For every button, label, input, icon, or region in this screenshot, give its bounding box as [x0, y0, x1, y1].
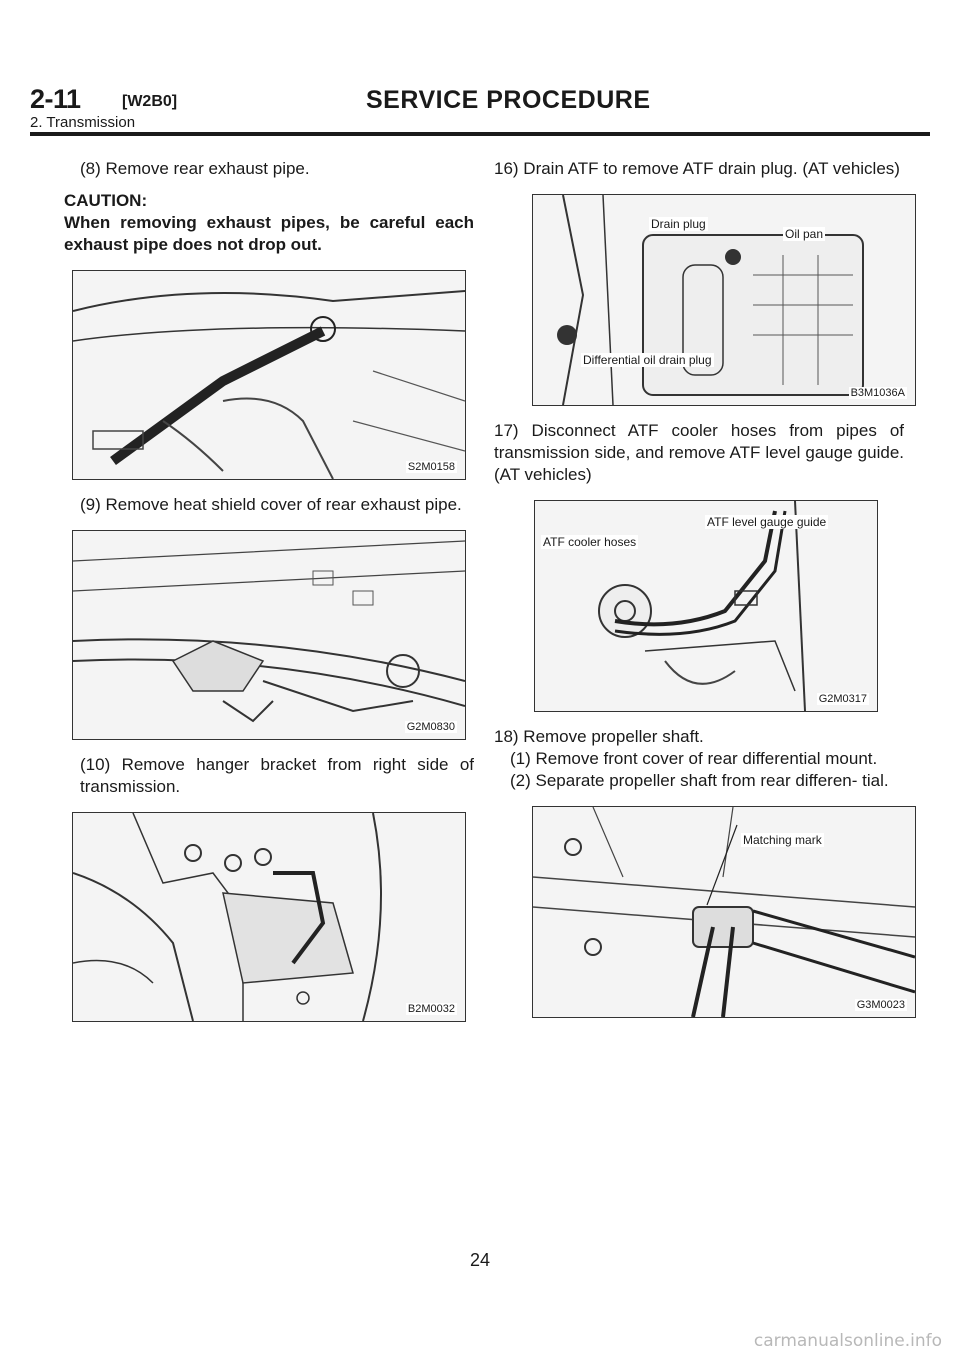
figure-code: G3M0023 [854, 999, 907, 1011]
figure-heat-shield: G2M0830 [72, 530, 466, 740]
figure-code: B2M0032 [405, 1003, 457, 1015]
figure-drain-plug: Drain plug Oil pan Differential oil drai… [532, 194, 916, 406]
label-drain-plug: Drain plug [649, 217, 708, 231]
section-code: [W2B0] [122, 93, 178, 110]
figure-code: G2M0830 [404, 721, 457, 733]
step-18-2-text: (2) Separate propeller shaft from rear d… [510, 771, 889, 790]
step-18-1-text: (1) Remove front cover of rear different… [510, 749, 878, 768]
caution-heading: CAUTION: [64, 191, 148, 210]
drain-plug-illustration [557, 195, 864, 405]
step-10-text: (10) Remove hanger bracket from right si… [80, 755, 474, 796]
figure-code: G2M0317 [816, 693, 869, 705]
step-8-text: (8) Remove rear exhaust pipe. [80, 159, 310, 178]
heat-shield-illustration [73, 540, 465, 723]
propeller-shaft-illustration [533, 807, 915, 1017]
figure-code: B3M1036A [848, 387, 907, 399]
step-16-text: 16) Drain ATF to remove ATF drain plug. … [494, 159, 900, 178]
figure-atf-cooler: ATF cooler hoses ATF level gauge guide G… [534, 500, 878, 712]
section-subtitle: 2. Transmission [30, 114, 136, 131]
label-oil-pan: Oil pan [783, 227, 826, 241]
figure-propeller-shaft: Matching mark G3M0023 [532, 806, 916, 1018]
section-number: 2-11 [30, 84, 81, 114]
exhaust-pipe-illustration [73, 290, 465, 479]
step-9-text: (9) Remove heat shield cover of rear exh… [80, 495, 462, 514]
step-18-text: 18) Remove propeller shaft. [494, 727, 704, 746]
page-title: SERVICE PROCEDURE [366, 86, 651, 114]
figure-code: S2M0158 [405, 461, 457, 473]
step-17-text: 17) Disconnect ATF cooler hoses from pip… [494, 421, 904, 484]
watermark-text: carmanualsonline.info [753, 1331, 942, 1351]
page-number: 24 [469, 1250, 491, 1270]
caution-text: When removing exhaust pipes, be careful … [64, 213, 474, 254]
atf-cooler-illustration [598, 501, 806, 711]
label-atf-level-gauge-guide: ATF level gauge guide [705, 515, 829, 529]
header-rule [30, 132, 930, 136]
left-column: (8) Remove rear exhaust pipe. CAUTION: W… [64, 158, 474, 1036]
label-atf-cooler-hoses: ATF cooler hoses [541, 535, 639, 549]
hanger-bracket-illustration [73, 813, 382, 1021]
right-column: 16) Drain ATF to remove ATF drain plug. … [494, 158, 916, 1032]
figure-hanger-bracket: B2M0032 [72, 812, 466, 1022]
figure-exhaust-pipe: S2M0158 [72, 270, 466, 480]
label-differential-drain-plug: Differential oil drain plug [581, 353, 714, 367]
label-matching-mark: Matching mark [741, 833, 824, 847]
